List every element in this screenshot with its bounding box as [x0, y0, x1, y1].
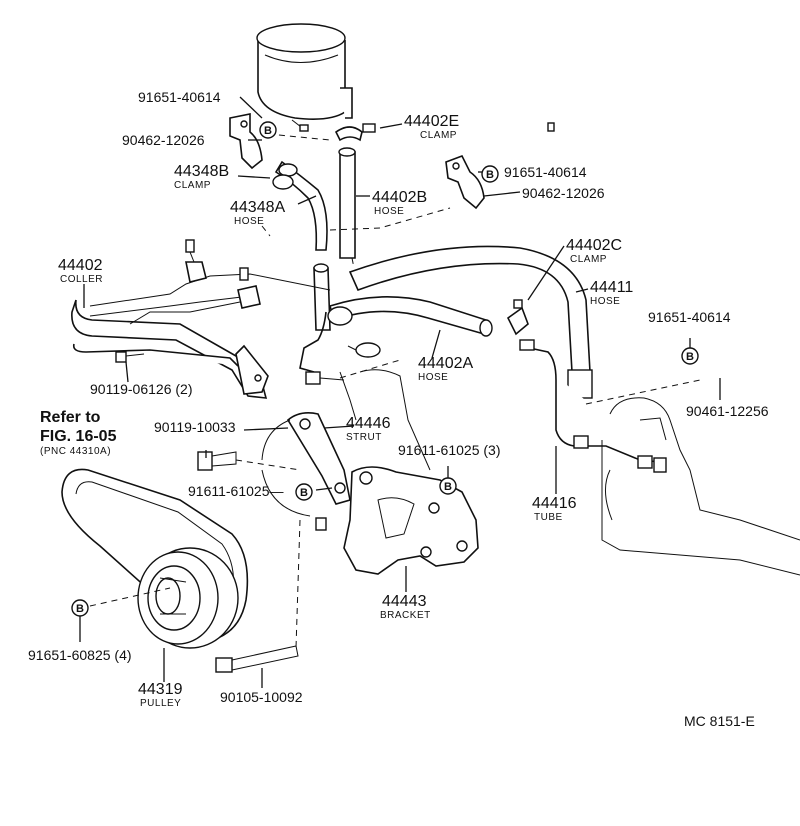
bolt-marker-b-4: B [295, 483, 313, 501]
assembly-dashes [89, 133, 701, 649]
label-44319-sub: PULLEY [140, 698, 181, 709]
label-44416: 44416 [532, 495, 577, 512]
label-44402C: 44402C [566, 237, 622, 254]
label-91651-40614-right: 91651-40614 [504, 164, 587, 180]
label-90462-12026-right: 90462-12026 [522, 185, 605, 201]
label-44348B: 44348B [174, 163, 229, 180]
bolt-small-upper [291, 119, 309, 132]
label-44411: 44411 [590, 279, 633, 296]
label-44402E: 44402E [404, 113, 459, 130]
label-44443-sub: BRACKET [380, 610, 431, 621]
bolt-90119-06126 [115, 351, 145, 363]
clamp-44402C [506, 299, 529, 336]
steering-gear-housing [601, 397, 800, 576]
refer-line-2: FIG. 16-05 [40, 428, 117, 445]
bolt-top-center [547, 122, 555, 132]
bolt-marker-b-2: B [481, 165, 499, 183]
hose-44402B [338, 147, 356, 259]
label-44319: 44319 [138, 681, 183, 698]
label-44416-sub: TUBE [534, 512, 563, 523]
bolt-marker-text: B [486, 169, 494, 181]
bolt-90105-10092 [215, 645, 299, 673]
bolt-marker-text: B [76, 603, 84, 615]
hose-44402A [299, 296, 493, 373]
bolt-marker-b-6: B [71, 599, 89, 617]
label-90461-12256: 90461-12256 [686, 403, 769, 419]
clamp-small-center [347, 342, 381, 358]
pulley-44319 [137, 547, 239, 649]
footer-code: MC 8151-E [684, 713, 755, 729]
label-90119-10033: 90119-10033 [154, 419, 236, 435]
label-44348A-sub: HOSE [234, 216, 264, 227]
label-90119-06126: 90119-06126 (2) [90, 381, 192, 397]
label-44402A-sub: HOSE [418, 372, 448, 383]
label-44402E-sub: CLAMP [420, 130, 457, 141]
bolt-marker-text: B [264, 125, 272, 137]
label-44446: 44446 [346, 415, 391, 432]
label-44402C-sub: CLAMP [570, 254, 607, 265]
reservoir-tank [256, 23, 353, 120]
bolt-marker-text: B [444, 481, 452, 493]
clamp-44348B [272, 174, 294, 190]
bolt-marker-b-5: B [439, 477, 457, 495]
label-44402B-sub: HOSE [374, 206, 404, 217]
clamp-44402E [334, 123, 376, 142]
label-44402: 44402 [58, 257, 103, 274]
bracket-right-upper [445, 154, 485, 210]
label-91611-61025-3: 91611-61025 (3) [398, 442, 500, 458]
label-44402B: 44402B [372, 189, 427, 206]
label-91651-40614-top: 91651-40614 [138, 89, 221, 105]
cooler-44402 [71, 273, 331, 399]
hose-return-lower [313, 263, 331, 331]
refer-line-3: (PNC 44310A) [40, 446, 111, 457]
label-44348B-sub: CLAMP [174, 180, 211, 191]
bolt-marker-b-1: B [259, 121, 277, 139]
union-fitting [305, 371, 345, 385]
clamp-cooler-top [185, 239, 207, 283]
label-44348A: 44348A [230, 199, 285, 216]
label-44411-sub: HOSE [590, 296, 620, 307]
clamp-cooler-mid [237, 267, 261, 309]
label-44443: 44443 [382, 593, 427, 610]
label-90462-12026-top: 90462-12026 [122, 132, 205, 148]
label-44402A: 44402A [418, 355, 473, 372]
bolt-marker-text: B [300, 487, 308, 499]
pump-dashed-circle [261, 419, 311, 517]
leader-lines [79, 96, 721, 688]
bracket-44443 [343, 466, 479, 575]
bolt-91611-61025-left [315, 517, 327, 531]
bracket-left-upper [229, 113, 263, 170]
label-44402-sub: COLLER [60, 274, 103, 285]
refer-line-1: Refer to [40, 409, 101, 426]
label-91611-61025-left: 91611-61025— [188, 483, 283, 499]
label-90105-10092: 90105-10092 [220, 689, 303, 705]
label-91651-40614-far-right: 91651-40614 [648, 309, 731, 325]
bolt-90119-10033 [197, 451, 237, 471]
label-44446-sub: STRUT [346, 432, 382, 443]
tube-44416 [519, 339, 661, 469]
label-91651-60825: 91651-60825 (4) [28, 647, 132, 663]
bolt-marker-b-3: B [681, 347, 699, 365]
bolt-marker-text: B [686, 351, 694, 363]
strut-44446 [286, 412, 351, 505]
